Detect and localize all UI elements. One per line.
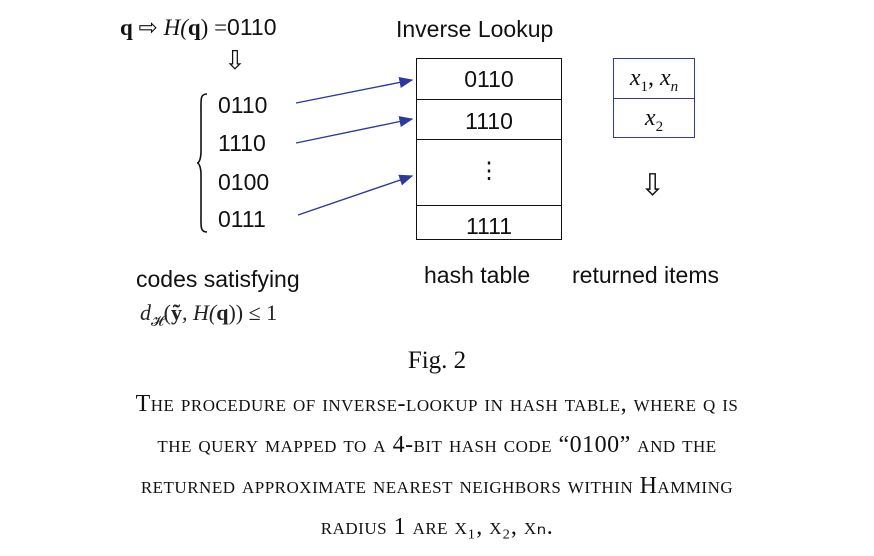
- curly-brace: [196, 93, 208, 233]
- figure-label: Fig. 2: [407, 347, 467, 374]
- caption-line: radius 1 are x₁, x₂, xₙ.: [320, 514, 554, 540]
- codes-label: codes satisfying: [136, 266, 300, 292]
- returned-item-row: x1, xn: [614, 59, 694, 99]
- lookup-arrow: [295, 116, 414, 144]
- caption-line: The procedure of inverse-lookup in hash …: [135, 391, 739, 417]
- implies-arrow: ⇨: [138, 15, 158, 40]
- hash-table-row: 0110: [417, 59, 561, 100]
- code-item: 0110: [218, 92, 268, 118]
- hamming-condition: d𝓗(ỹ, H(q)) ≤ 1: [140, 300, 278, 330]
- hash-table-ellipsis: ⋮: [417, 140, 561, 206]
- hash-table-row: 1110: [417, 100, 561, 140]
- hash-close: ) =: [200, 15, 228, 40]
- query-hash-code: 0110: [227, 14, 277, 40]
- hash-table-label: hash table: [424, 262, 531, 288]
- caption-line: the query mapped to a 4-bit hash code “0…: [157, 432, 717, 458]
- code-item: 0111: [218, 206, 266, 232]
- code-item: 0100: [218, 169, 270, 195]
- lookup-arrow: [295, 76, 414, 104]
- returned-item-row: x2: [644, 105, 664, 135]
- query-symbol-inner: q: [187, 15, 201, 40]
- down-arrow-icon: ⇩: [224, 46, 246, 76]
- hash-table: 0110 1110 ⋮ 1111: [416, 58, 562, 240]
- returned-items-label: returned items: [572, 262, 720, 288]
- query-symbol: q: [120, 15, 133, 40]
- returned-items-box: x1, xn x2: [613, 58, 695, 138]
- code-item: 1110: [218, 130, 266, 156]
- down-arrow-icon: ⇩: [640, 168, 666, 203]
- inverse-lookup-title: Inverse Lookup: [396, 16, 554, 42]
- hash-function: H(: [163, 15, 188, 40]
- hash-table-row: 1111: [465, 213, 513, 239]
- caption-line: returned approximate nearest neighbors w…: [140, 473, 734, 499]
- query-line: q ⇨ H(q) =0110: [120, 14, 277, 41]
- lookup-arrow: [297, 174, 414, 216]
